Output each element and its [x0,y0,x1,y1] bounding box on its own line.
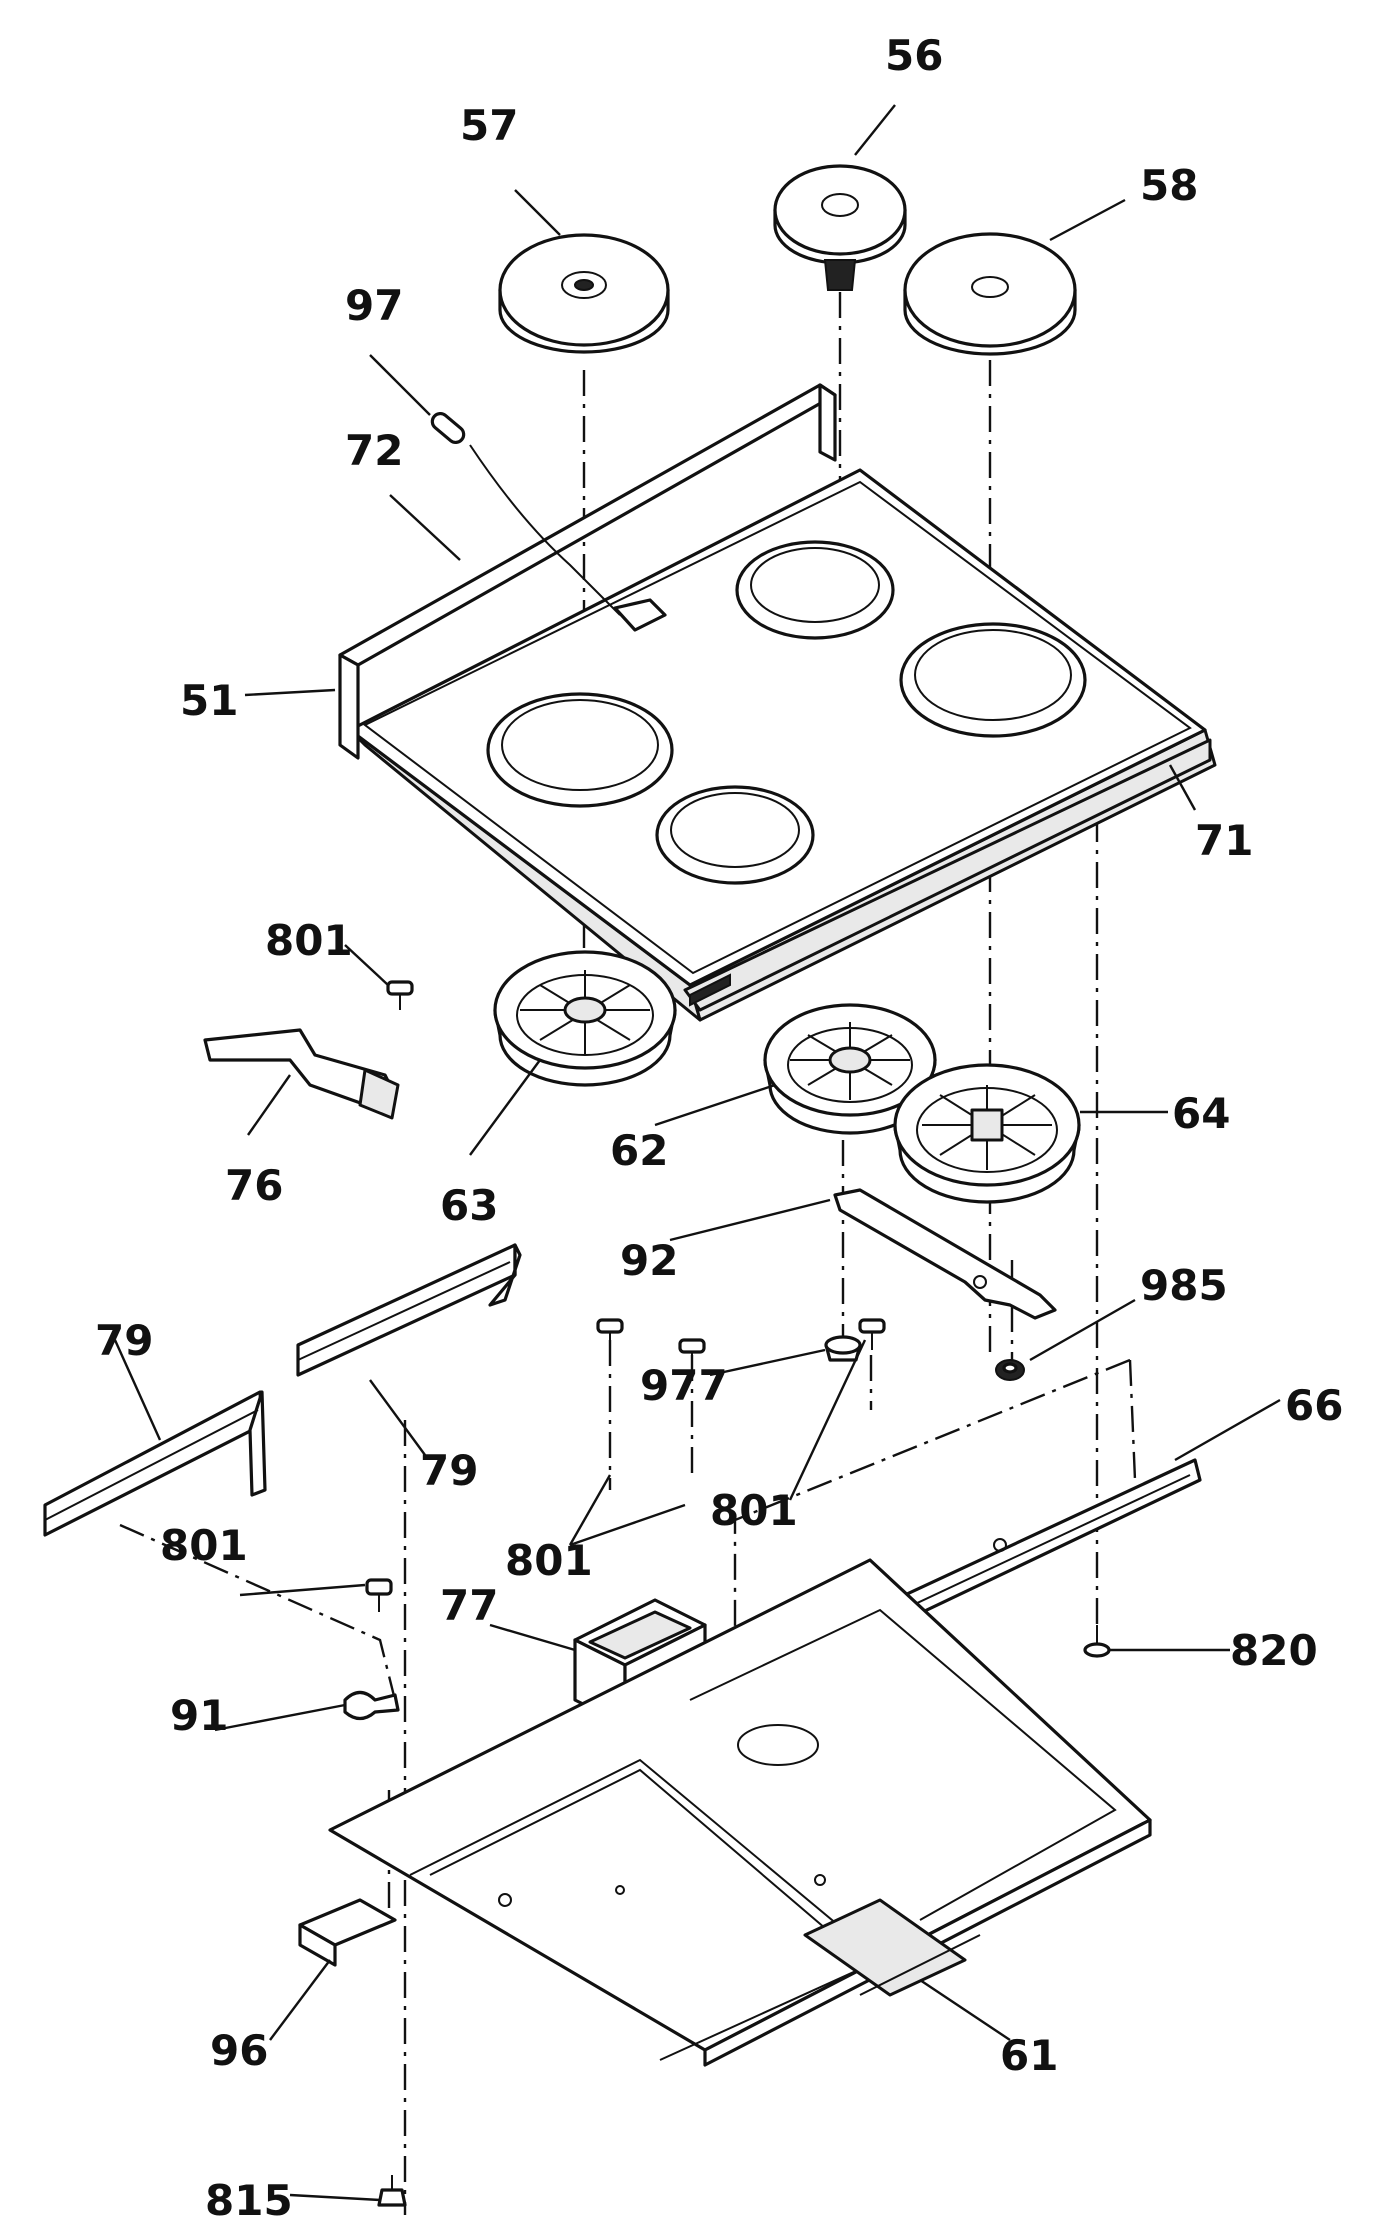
callout-76: 76 [225,1161,283,1210]
callout-58: 58 [1140,161,1198,210]
cooktop-main-top [338,383,1217,1022]
callout-91: 91 [170,1691,228,1740]
callout-92: 92 [620,1236,678,1285]
callout-985: 985 [1140,1261,1228,1310]
callout-63: 63 [440,1181,498,1230]
leader-lines [113,104,1281,2202]
callout-97: 97 [345,281,403,330]
screw-801-e [365,1578,393,1612]
wire-clip-91 [343,1690,400,1721]
screw-815 [377,2175,407,2207]
drip-bowl-63 [493,950,677,1087]
callout-79-right: 79 [420,1446,478,1495]
vent-duct-76 [203,1028,400,1120]
callout-62: 62 [610,1126,668,1175]
callout-77: 77 [440,1581,498,1630]
burner-cap-58 [903,232,1077,356]
screw-801-b [596,1318,624,1350]
callout-801-top: 801 [265,916,353,965]
screw-801-d [858,1318,886,1350]
callout-71: 71 [1195,816,1253,865]
callout-66: 66 [1285,1381,1343,1430]
callout-79-left: 79 [95,1316,153,1365]
burner-knob-56 [773,164,907,291]
callout-820: 820 [1230,1626,1318,1675]
callout-61: 61 [1000,2031,1058,2080]
burner-bracket-92 [833,1188,1057,1320]
nut-985 [995,1359,1025,1381]
bottom-panel-61 [328,1558,1152,2067]
callout-51: 51 [180,676,238,725]
callout-72: 72 [345,426,403,475]
grommet-977 [824,1335,862,1362]
callout-labels: 56 57 58 97 72 51 71 801 76 63 62 64 92 … [95,31,1343,2225]
screw-801-c [678,1338,706,1370]
callout-64: 64 [1172,1089,1230,1138]
callout-56: 56 [885,31,943,80]
callout-801-center: 801 [505,1536,593,1585]
rail-79-lower [43,1390,267,1537]
callout-801-left: 801 [160,1521,248,1570]
drip-bowl-62 [763,1003,937,1135]
wire-clip-97 [430,411,667,632]
callout-57: 57 [460,101,518,150]
drip-bowl-64 [893,1063,1081,1204]
callout-977: 977 [640,1361,728,1410]
burner-cap-57 [498,233,670,354]
screw-801-a [386,980,414,1010]
rail-79-upper [296,1243,522,1377]
mounting-bracket-96 [298,1898,397,1967]
callout-801-right: 801 [710,1486,798,1535]
callout-815: 815 [205,2176,293,2225]
callout-96: 96 [210,2026,268,2075]
screw-820 [1083,1625,1111,1658]
